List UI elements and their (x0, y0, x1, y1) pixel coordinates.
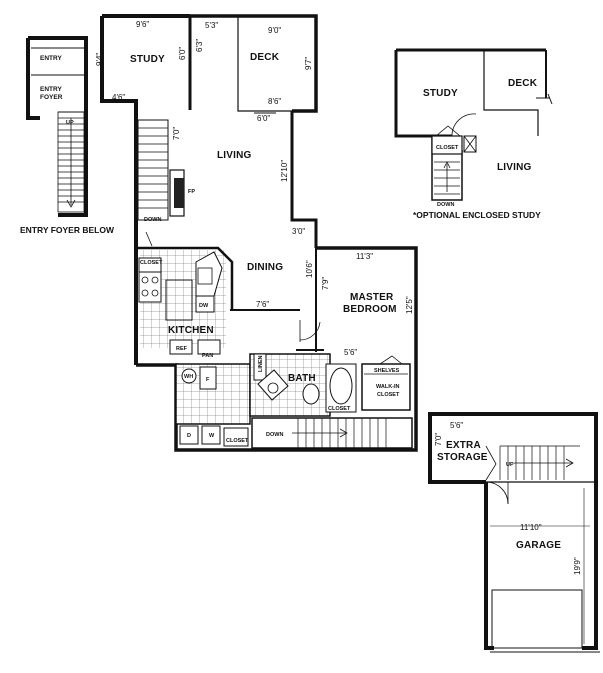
deck-63-dim: 6'3" (195, 39, 204, 52)
opt-deck-label: DECK (508, 78, 538, 89)
garage-plan: 5'6" 7'0" EXTRA STORAGE UP 11'10" 19'9" … (428, 412, 600, 653)
study-side-dim: 6'0" (178, 47, 187, 60)
kitchen-label: KITCHEN (168, 325, 214, 336)
bath-label: BATH (288, 373, 316, 384)
stair-70-dim: 7'0" (172, 127, 181, 140)
entry-label: ENTRY (40, 55, 62, 62)
deck-97-dim: 9'7" (304, 57, 313, 70)
study-depth-dim: 9'4" (95, 53, 104, 66)
deck-53-dim: 5'3" (205, 21, 218, 30)
garage-stair (485, 445, 580, 481)
opt-living-label: LIVING (497, 162, 532, 173)
master-125-dim: 12'5" (405, 296, 414, 314)
entry-foyer-caption: ENTRY FOYER BELOW (20, 225, 115, 235)
living-30-dim: 3'0" (292, 227, 305, 236)
dishwasher-label: DW (199, 303, 209, 309)
main-stair (137, 119, 169, 221)
opt-down-label: DOWN (437, 202, 454, 208)
opt-closet-label: CLOSET (436, 145, 459, 151)
pantry-label: PAN (202, 353, 213, 359)
deck-86-dim: 8'6" (268, 97, 281, 106)
garage-depth-dim: 19'9" (573, 557, 582, 575)
laundry-closet-label: CLOSET (226, 438, 249, 444)
dryer-label: D (187, 433, 191, 439)
opt-study-caption: *OPTIONAL ENCLOSED STUDY (413, 210, 541, 220)
deck-label: DECK (250, 52, 280, 63)
living-label: LIVING (217, 150, 252, 161)
entry-foyer-inset: ENTRY ENTRY FOYER UP ENTRY FOYER BELOW (20, 36, 115, 235)
master-79-dim: 7'9" (321, 277, 330, 290)
deck-60-dim: 6'0" (257, 114, 270, 123)
deck-90-dim: 9'0" (268, 26, 281, 35)
entry-up-label: UP (66, 120, 74, 126)
furnace-label: F (206, 377, 210, 383)
opt-study-label: STUDY (423, 88, 458, 99)
extra-storage-label-2: STORAGE (437, 452, 488, 463)
dining-label: DINING (247, 262, 283, 273)
main-stair-down-label: DOWN (144, 217, 161, 223)
washer-label: W (209, 433, 215, 439)
fireplace-label: FP (188, 189, 195, 195)
walkin-closet-label-1: WALK-IN (376, 384, 400, 390)
garage-width-dim: 11'10" (520, 523, 542, 532)
storage-56-dim: 5'6" (450, 421, 463, 430)
lower-stair-down-label: DOWN (266, 432, 283, 438)
entry-foyer-label-1: ENTRY (40, 86, 62, 93)
lower-stair (251, 417, 413, 449)
optional-study-inset: STUDY DECK CLOSET LIVING DOWN *OPTIONAL … (394, 48, 553, 220)
living-1210-dim: 12'10" (280, 160, 289, 182)
shelves-label: SHELVES (374, 368, 400, 374)
ref-label: REF (176, 346, 188, 352)
water-heater-label: WH (184, 374, 193, 380)
master-56-dim: 5'6" (344, 348, 357, 357)
walkin-closet-label-2: CLOSET (377, 392, 400, 398)
dining-106-dim: 10'6" (305, 260, 314, 278)
storage-70-dim: 7'0" (434, 433, 443, 446)
study-label: STUDY (130, 54, 165, 65)
entry-stair (57, 111, 85, 213)
study-width-dim: 9'6" (136, 20, 149, 29)
master-113-dim: 11'3" (356, 252, 373, 261)
garage-up-label: UP (506, 462, 514, 468)
kitchen-closet-label: CLOSET (140, 260, 163, 266)
master-bedroom-label-2: BEDROOM (343, 304, 397, 315)
entry-foyer-label-2: FOYER (40, 94, 63, 101)
garage-label: GARAGE (516, 540, 561, 551)
dining-76-dim: 7'6" (256, 300, 269, 309)
master-bedroom-label-1: MASTER (350, 292, 394, 303)
extra-storage-label-1: EXTRA (446, 440, 481, 451)
bath-closet-label: CLOSET (328, 406, 351, 412)
linen-label: LINEN (258, 355, 264, 372)
main-plan: STUDY DECK LIVING DINING KITCHEN MASTER … (95, 14, 418, 452)
study-jog-dim: 4'6" (112, 93, 125, 102)
